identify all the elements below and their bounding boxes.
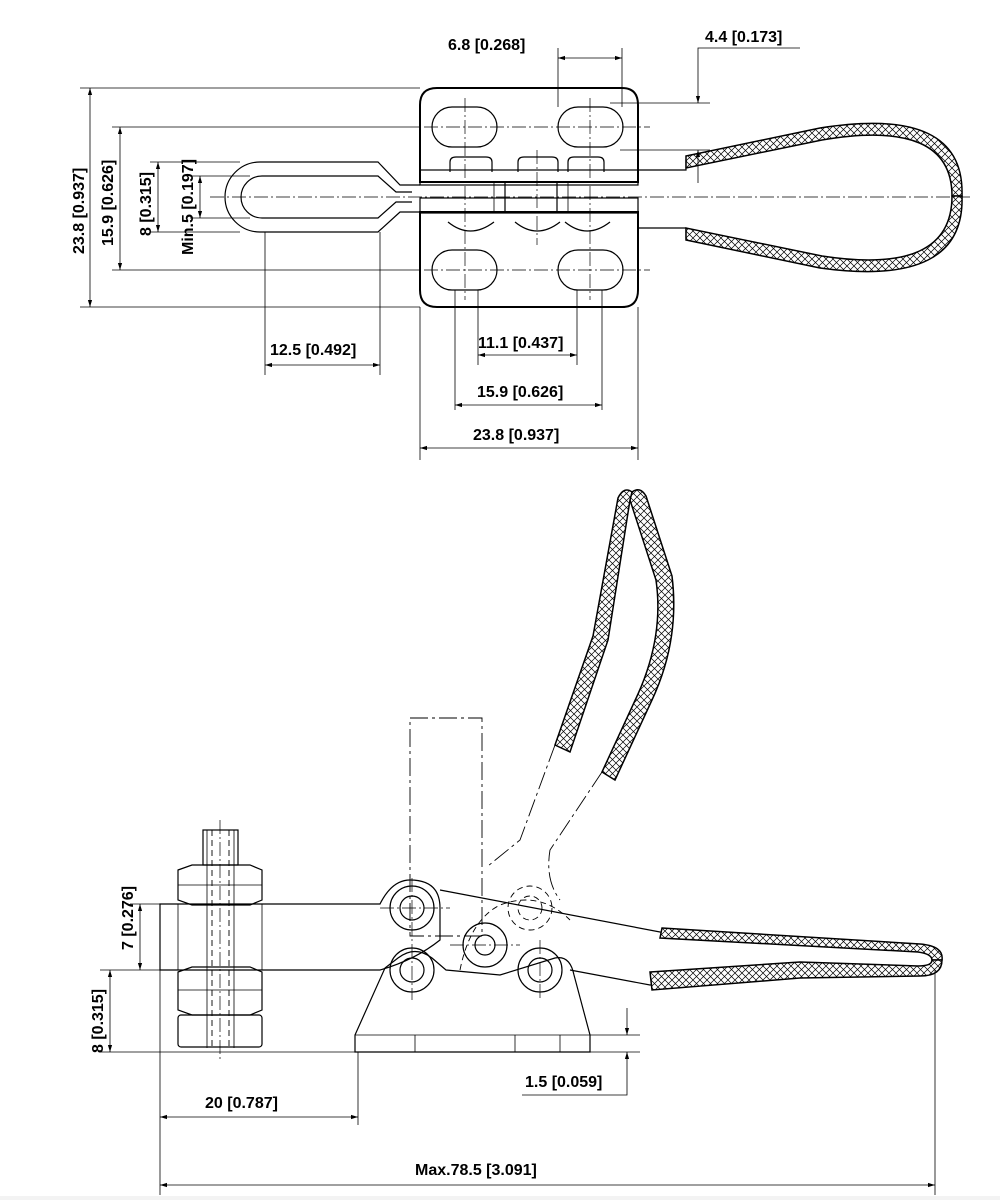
dim-max-78-5: Max.78.5 [3.091] [415,1162,537,1179]
top-view: 6.8 [0.268] 4.4 [0.173] 23.8 [0.937] 15.… [71,29,970,460]
spindle-bolt [177,820,263,1060]
dim-12-5: 12.5 [0.492] [270,342,356,359]
dim-11-1: 11.1 [0.437] [478,335,563,352]
base-plate-lower [419,211,639,308]
base-plate-upper [419,87,639,183]
dim-15-9-horizontal: 15.9 [0.626] [477,384,563,401]
bottom-strip [0,1196,1000,1200]
spindle-arm [159,879,441,971]
side-view: 7 [0.276] 8 [0.315] 20 [0.787] 1.5 [0.05… [90,489,943,1195]
spindle-loop [224,161,420,233]
dim-8-vertical: 8 [0.315] [138,172,155,236]
handle-grip-lower [685,195,963,273]
dim-min-5-vertical: Min.5 [0.197] [180,159,197,255]
dim-15-9-vertical: 15.9 [0.626] [100,160,117,246]
dim-20: 20 [0.787] [205,1095,278,1112]
dim-6-8: 6.8 [0.268] [448,37,525,54]
dim-8: 8 [0.315] [90,989,107,1053]
dim-1-5: 1.5 [0.059] [525,1074,602,1091]
dim-23-8-vertical: 23.8 [0.937] [71,168,88,254]
dim-4-4: 4.4 [0.173] [705,29,782,46]
handle-open-phantom [409,489,675,937]
dim-23-8-horizontal: 23.8 [0.937] [473,427,559,444]
handle-grip-upper [685,122,963,197]
dim-7: 7 [0.276] [120,886,137,950]
base-plate [354,950,591,1053]
